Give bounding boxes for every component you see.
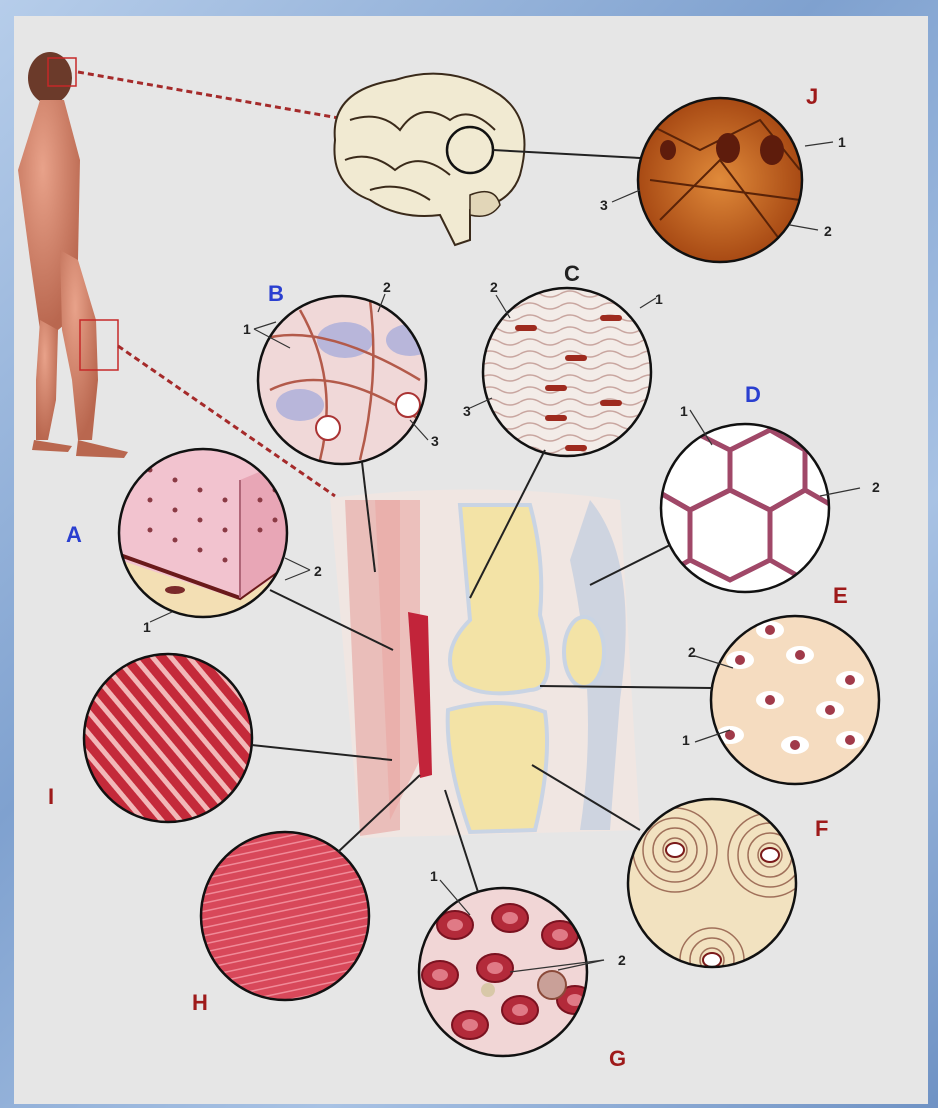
circle-E-cartilage-tissue <box>711 616 879 784</box>
circle-I-skeletal-muscle <box>84 654 252 822</box>
J-label-2: 2 <box>824 223 832 239</box>
J-label-1: 1 <box>838 134 846 150</box>
E-label-2: 2 <box>688 644 696 660</box>
E-label-1: 1 <box>682 732 690 748</box>
letter-I-label: I <box>48 784 54 809</box>
G-label-1: 1 <box>430 868 438 884</box>
letter-D-label: D <box>745 382 761 407</box>
C-label-1: 1 <box>655 291 663 307</box>
J-label-3: 3 <box>600 197 608 213</box>
standing-human-icon <box>18 52 128 458</box>
head-to-brain-dashed-line <box>78 72 350 120</box>
D-label-2: 2 <box>872 479 880 495</box>
circle-D-adipose-tissue <box>655 424 840 592</box>
C-label-2: 2 <box>490 279 498 295</box>
circle-J-nervous-tissue <box>638 98 802 262</box>
letter-F-label: F <box>815 816 828 841</box>
letter-H-label: H <box>192 990 208 1015</box>
letter-B-label: B <box>268 281 284 306</box>
circle-F-bone-tissue <box>628 799 812 992</box>
letter-G-label: G <box>609 1046 626 1071</box>
letter-J-label: J <box>806 84 818 109</box>
B-label-2: 2 <box>383 279 391 295</box>
B-label-1: 1 <box>243 321 251 337</box>
A-label-1: 1 <box>143 619 151 635</box>
D-label-1: 1 <box>680 403 688 419</box>
A-label-2: 2 <box>314 563 322 579</box>
C-label-3: 3 <box>463 403 471 419</box>
circle-C-dense-connective-tissue <box>483 288 651 456</box>
letter-E-label: E <box>833 583 848 608</box>
B-label-3: 3 <box>431 433 439 449</box>
circle-G-blood <box>419 888 593 1056</box>
knee-joint-icon <box>330 489 640 838</box>
letter-C-label: C <box>564 261 580 286</box>
G-label-2: 2 <box>618 952 626 968</box>
letter-A-label: A <box>66 522 82 547</box>
circle-A-epithelial-tissue <box>119 449 300 640</box>
circle-H-smooth-muscle <box>201 832 369 1000</box>
brain-icon <box>334 74 524 245</box>
circle-B-loose-connective-tissue <box>258 296 434 464</box>
